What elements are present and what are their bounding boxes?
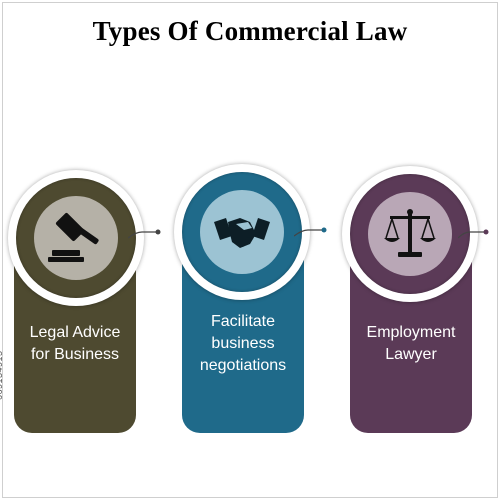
connector-line [128,229,161,239]
icon-ring [174,164,310,300]
page-title: Types Of Commercial Law [92,16,408,46]
scales-icon [384,209,436,257]
connector-line [458,229,489,239]
card-label: Employment Lawyer [366,324,456,363]
gavel-icon [48,212,99,262]
icon-ring [8,170,144,306]
icon-disc [200,190,284,274]
connector-line [294,227,327,237]
side-id-text: 669134915 [0,350,4,400]
icon-ring [342,166,478,302]
icon-disc [368,192,452,276]
card-label: Legal Advice for Business [29,324,121,363]
handshake-icon [214,218,270,248]
icon-disc [34,196,118,280]
card-label: Facilitate business negotiations [199,313,287,374]
